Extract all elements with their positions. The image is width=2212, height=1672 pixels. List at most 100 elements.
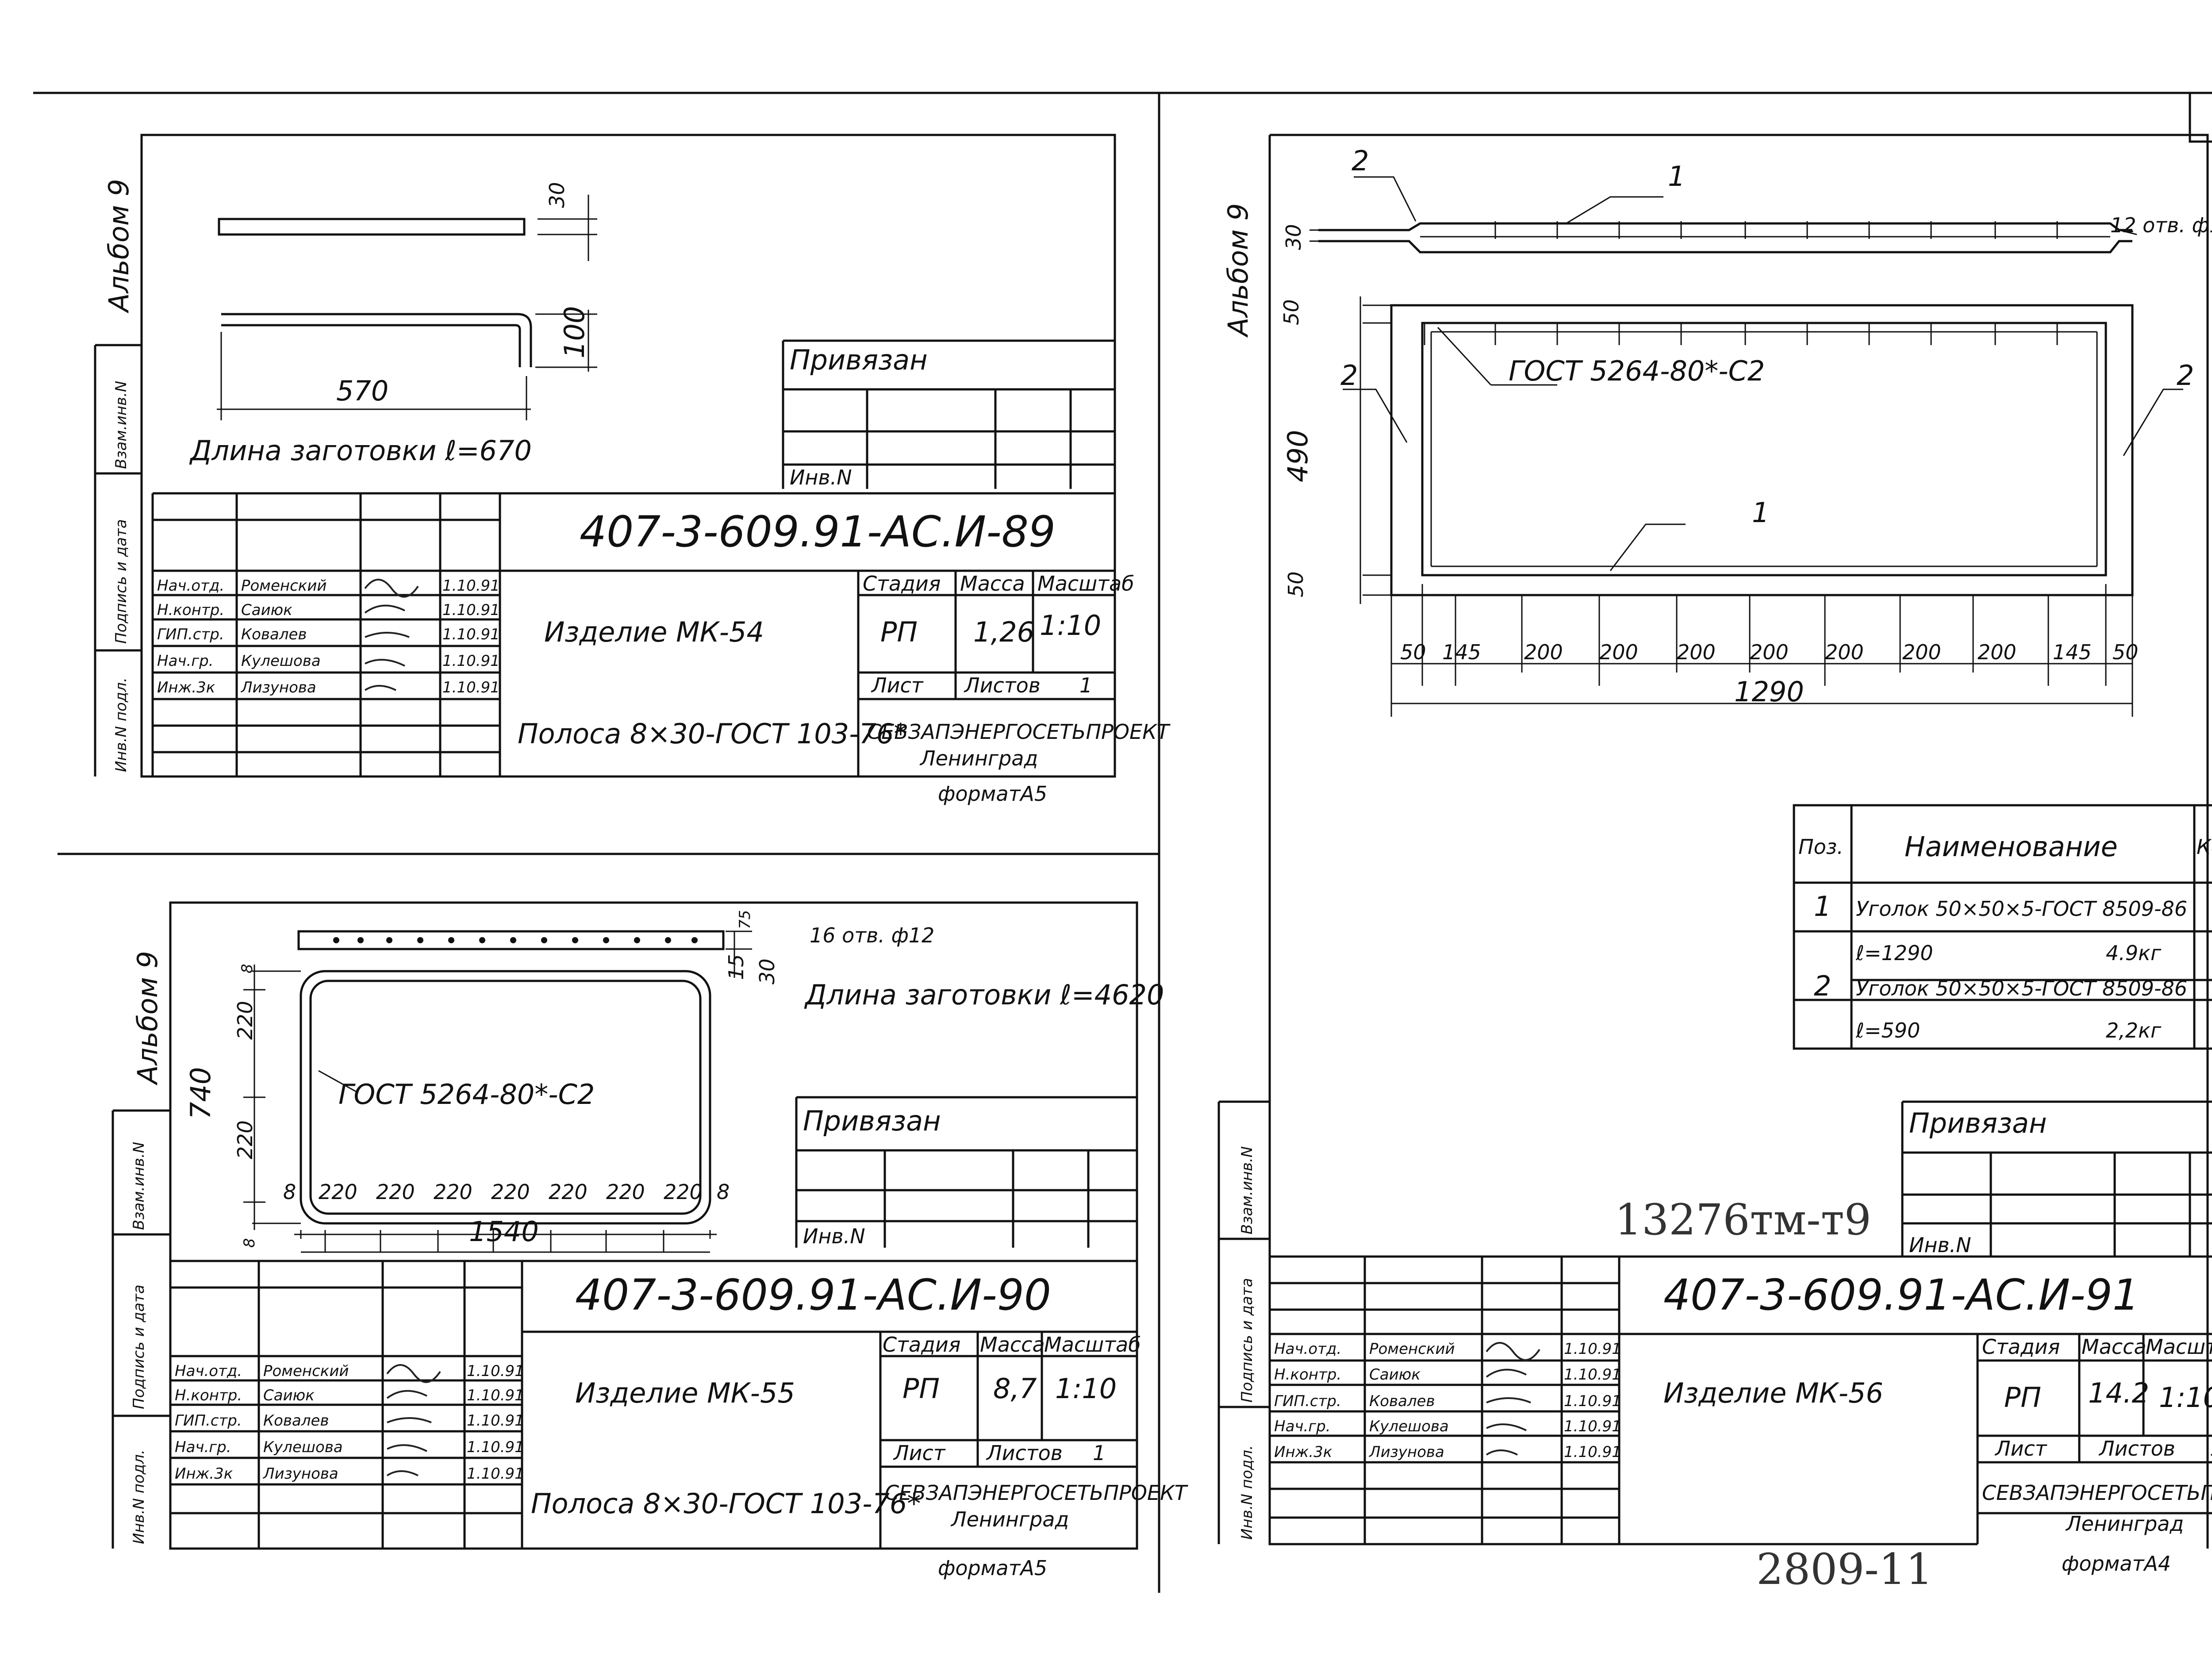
dim-89-thick: 30 — [545, 182, 569, 208]
dim-90-220-6: 220 — [606, 1180, 645, 1204]
dim-90-220-2: 220 — [376, 1180, 415, 1204]
name-90-1: Роменский — [263, 1362, 349, 1380]
sheets-value-90: 1 — [1093, 1441, 1106, 1465]
stage-value-89: РП — [880, 616, 918, 648]
album-label-89: Альбом 9 — [103, 179, 135, 314]
name-89-4: Кулешова — [241, 652, 321, 670]
side-vzam-91: Взам.инв.N — [1238, 1146, 1256, 1234]
gost-91: ГОСТ 5264-80*-С2 — [1509, 355, 1765, 387]
archive-stamp: 13276тм-т9 — [1615, 1195, 1871, 1245]
stage-header-90: Стадия — [883, 1333, 960, 1357]
name-91-4: Кулешова — [1369, 1418, 1449, 1435]
mass-header-91: Масса — [2081, 1335, 2147, 1359]
item-name-89: Изделие МК-54 — [544, 616, 764, 648]
sheets-header-90: Листов — [986, 1441, 1063, 1465]
name-89-2: Саиюк — [241, 601, 292, 619]
frame-91-outer — [1390, 304, 2134, 596]
dim-89-height: 100 — [558, 306, 591, 358]
role-90-4: Нач.гр. — [175, 1438, 231, 1456]
date-89-3: 1.10.91 — [442, 626, 500, 643]
doc-code-90: 407-3-609.91-АС.И-90 — [575, 1270, 1051, 1320]
role-90-3: ГИП.стр. — [175, 1412, 242, 1430]
spec-row-1-mass: 4.9кг — [2106, 941, 2162, 965]
scale-value-91: 1:10 — [2159, 1381, 2212, 1414]
material-90: Полоса 8×30-ГОСТ 103-76* — [531, 1488, 921, 1520]
dim-90-220b: 220 — [233, 1120, 257, 1159]
name-89-3: Ковалев — [241, 626, 307, 643]
item-name-90: Изделие МК-55 — [575, 1377, 795, 1409]
side-vzam-89: Взам.инв.N — [112, 381, 130, 469]
binding-title-91: Привязан — [1909, 1107, 2047, 1139]
scale-header-91: Масштаб — [2146, 1335, 2212, 1359]
sheet-header-90: Лист — [893, 1441, 946, 1465]
dim-90-220-7: 220 — [664, 1180, 703, 1204]
mass-value-90: 8,7 — [993, 1372, 1037, 1405]
binding-title-90: Привязан — [803, 1105, 941, 1137]
date-89-4: 1.10.91 — [442, 652, 500, 670]
dim-90-8a: 8 — [238, 964, 256, 973]
spec-header-qty: Кол. — [2197, 835, 2212, 859]
dim-91-200-3: 200 — [1677, 640, 1716, 664]
dim-90-740: 740 — [184, 1067, 217, 1119]
date-91-2: 1.10.91 — [1564, 1366, 1621, 1384]
date-90-3: 1.10.91 — [467, 1412, 524, 1430]
role-90-2: Н.контр. — [175, 1387, 242, 1404]
name-90-3: Ковалев — [263, 1412, 329, 1430]
org-city-90: Ленинград — [950, 1507, 1069, 1531]
dim-91-200-2: 200 — [1599, 640, 1638, 664]
role-91-3: ГИП.стр. — [1274, 1392, 1341, 1410]
date-91-5: 1.10.91 — [1564, 1443, 1621, 1461]
dim-91-200-4: 200 — [1750, 640, 1789, 664]
outer-frame-right — [1159, 92, 2212, 94]
binding-inv-90: Инв.N — [803, 1224, 865, 1248]
angle-91-top — [1318, 222, 2132, 254]
scale-header-89: Масштаб — [1037, 572, 1134, 596]
name-91-5: Лизунова — [1368, 1443, 1444, 1461]
sheet-89: 30 100 570 Длина заготовки ℓ=670 Альбом … — [94, 134, 1171, 806]
date-91-3: 1.10.91 — [1564, 1392, 1621, 1410]
stage-value-90: РП — [902, 1372, 940, 1405]
format-89: форматА5 — [938, 782, 1047, 806]
side-inv-89: Инв.N подл. — [112, 677, 130, 772]
date-91-4: 1.10.91 — [1564, 1418, 1621, 1435]
role-91-4: Нач.гр. — [1274, 1418, 1331, 1435]
page-number-box — [2189, 93, 2212, 143]
date-90-5: 1.10.91 — [467, 1465, 524, 1483]
date-90-1: 1.10.91 — [467, 1362, 524, 1380]
dim-91-200-5: 200 — [1825, 640, 1864, 664]
dim-91-490: 490 — [1282, 430, 1314, 482]
role-90-1: Нач.отд. — [175, 1362, 242, 1380]
dim-90-220-3: 220 — [434, 1180, 472, 1204]
name-89-1: Роменский — [241, 577, 327, 595]
blank-length-89: Длина заготовки ℓ=670 — [189, 434, 532, 467]
date-89-1: 1.10.91 — [442, 577, 500, 595]
spec-row-2-pos: 2 — [1814, 970, 1831, 1002]
sheets-value-89: 1 — [1079, 673, 1092, 697]
role-90-5: Инж.3к — [175, 1465, 233, 1483]
doc-code-91: 407-3-609.91-АС.И-91 — [1663, 1270, 2139, 1320]
dim-90-30: 30 — [755, 958, 779, 984]
gost-90: ГОСТ 5264-80*-С2 — [338, 1078, 595, 1111]
binding-title-89: Привязан — [790, 344, 928, 376]
callout-91-1b: 1 — [1752, 496, 1769, 529]
spec-header-name: Наименование — [1905, 830, 2118, 863]
scale-header-90: Масштаб — [1044, 1333, 1141, 1357]
name-91-1: Роменский — [1369, 1340, 1455, 1358]
doc-code-89: 407-3-609.91-АС.И-89 — [580, 507, 1056, 557]
material-89: Полоса 8×30-ГОСТ 103-76* — [518, 718, 907, 750]
sheet-91-frame — [1268, 134, 2209, 1549]
dim-91-200-1: 200 — [1524, 640, 1563, 664]
dim-91-30: 30 — [1282, 224, 1306, 250]
signatures-89 — [364, 579, 419, 691]
number-stamp: 2809-11 — [1756, 1545, 1933, 1594]
scale-value-90: 1:10 — [1055, 1372, 1117, 1405]
date-90-4: 1.10.91 — [467, 1438, 524, 1456]
side-sign-89: Подпись и дата — [112, 519, 130, 644]
dim-90-220-1: 220 — [319, 1180, 357, 1204]
dim-91-200-7: 200 — [1978, 640, 2016, 664]
spec-header-pos: Поз. — [1798, 835, 1843, 859]
sheet-91: 30 2 1 12 отв. ф12 50 490 50 2 2 1 ГОСТ … — [1217, 134, 2212, 1594]
binding-inv-91: Инв.N — [1909, 1233, 1971, 1257]
role-91-5: Инж.3к — [1274, 1443, 1333, 1461]
